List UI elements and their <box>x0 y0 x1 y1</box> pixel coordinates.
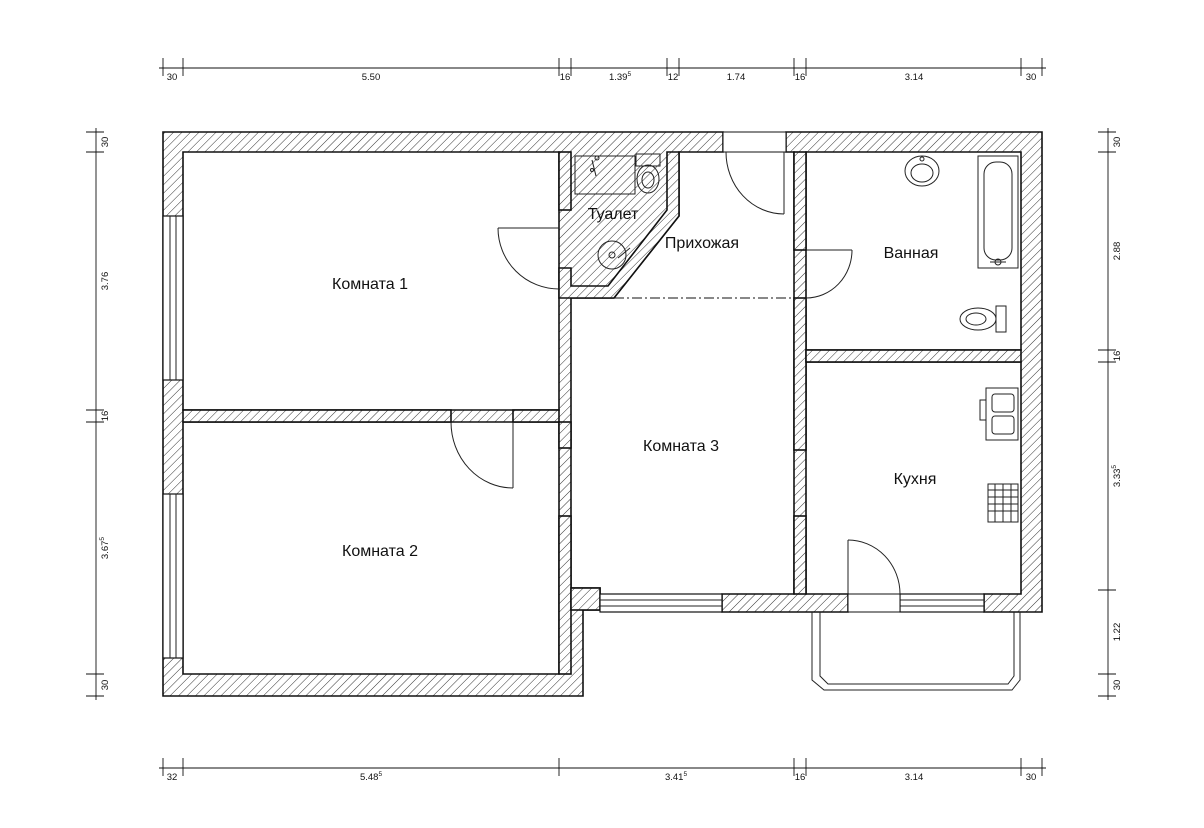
dimension-value: 3.14 <box>905 72 924 83</box>
dimension-superscript: 5 <box>683 771 687 778</box>
dimension-value: 3.415 <box>665 771 688 783</box>
dimension-value: 5.50 <box>362 72 381 83</box>
shower-icon <box>574 155 636 195</box>
dimension-superscript: 5 <box>99 537 106 541</box>
door-room1 <box>497 227 560 290</box>
balcony <box>811 612 1021 691</box>
door-kitchen-balcony <box>847 539 901 613</box>
dimension-value: 30 <box>167 72 178 83</box>
dimension-value: 16 <box>100 411 111 422</box>
wall-room3-kitchen-lower <box>793 515 807 595</box>
dimension-value: 30 <box>100 680 111 691</box>
sink-toilet-room-icon <box>597 240 631 270</box>
wall-room3-bottom-left <box>570 587 601 611</box>
dimension-value: 2.88 <box>1112 242 1123 261</box>
label-kitchen: Кухня <box>894 471 937 488</box>
wall-hall-bath <box>793 151 807 251</box>
dimension-line-right: 30 2.88 16 3.335 1.22 30 <box>1098 128 1123 700</box>
bath-sink-icon <box>904 155 940 187</box>
dimension-value: 3.335 <box>1111 465 1123 488</box>
door-entrance <box>722 131 787 215</box>
door-bathroom <box>805 249 853 299</box>
dimension-line-left: 30 3.76 16 3.675 30 <box>86 128 111 700</box>
dimension-line-top: 30 5.50 16 1.395 12 1.74 16 3.14 30 <box>159 58 1046 83</box>
dimension-value: 12 <box>668 72 679 83</box>
walls <box>162 131 1043 697</box>
label-room-3: Комната 3 <box>643 438 719 455</box>
label-toilet: Туалет <box>588 206 639 223</box>
bath-toilet-icon <box>959 305 1007 333</box>
dimension-value: 1.22 <box>1112 623 1123 642</box>
label-room-1: Комната 1 <box>332 276 408 293</box>
label-hallway: Прихожая <box>665 235 739 252</box>
dimension-value: 30 <box>1026 72 1037 83</box>
kitchen-sink-icon <box>979 387 1019 441</box>
dimension-value: 32 <box>167 772 178 783</box>
dimension-value: 30 <box>1026 772 1037 783</box>
dimension-value: 16 <box>1112 351 1123 362</box>
label-bathroom: Ванная <box>884 245 939 262</box>
window-room3 <box>599 593 723 613</box>
windows <box>162 215 985 659</box>
wall-room1-room2 <box>182 409 452 423</box>
wall-room2-room3-lower <box>558 515 572 675</box>
dimension-value: 16 <box>795 72 806 83</box>
dimension-value: 3.675 <box>99 537 111 560</box>
door-room2 <box>450 421 514 489</box>
dimension-value: 3.14 <box>905 772 924 783</box>
outer-wall-right-block <box>721 131 1043 613</box>
dimension-value: 1.395 <box>609 71 632 83</box>
window-room2 <box>162 493 184 659</box>
wall-room3-kitchen <box>793 297 807 451</box>
wall-toilet-diagonal <box>558 151 680 299</box>
fixtures <box>574 153 1019 523</box>
dimension-value: 30 <box>100 137 111 148</box>
dimension-line-bottom: 32 5.485 3.415 16 3.14 30 <box>159 758 1046 783</box>
window-kitchen <box>899 593 985 613</box>
wall-room2-room3 <box>558 421 572 449</box>
dimension-value: 16 <box>795 772 806 783</box>
wall-bath-kitchen <box>805 349 1022 363</box>
dimension-value: 30 <box>1112 137 1123 148</box>
dimension-value: 3.76 <box>100 272 111 291</box>
label-room-2: Комната 2 <box>342 543 418 560</box>
dimension-superscript: 5 <box>378 771 382 778</box>
wall-toilet-left <box>558 151 572 211</box>
window-room1 <box>162 215 184 381</box>
dimension-superscript: 5 <box>627 71 631 78</box>
stove-icon <box>987 483 1019 523</box>
dimension-value: 5.485 <box>360 771 383 783</box>
room-labels: Комната 1 Комната 2 Комната 3 Туалет При… <box>332 206 938 560</box>
dimension-value: 1.74 <box>727 72 746 83</box>
bathtub-icon <box>977 155 1019 269</box>
toilet-icon <box>635 153 661 194</box>
doors <box>450 131 901 613</box>
wall-room1-room2-right <box>512 409 560 423</box>
dimension-value: 30 <box>1112 680 1123 691</box>
dimension-value: 16 <box>560 72 571 83</box>
dimension-superscript: 5 <box>1111 465 1118 469</box>
